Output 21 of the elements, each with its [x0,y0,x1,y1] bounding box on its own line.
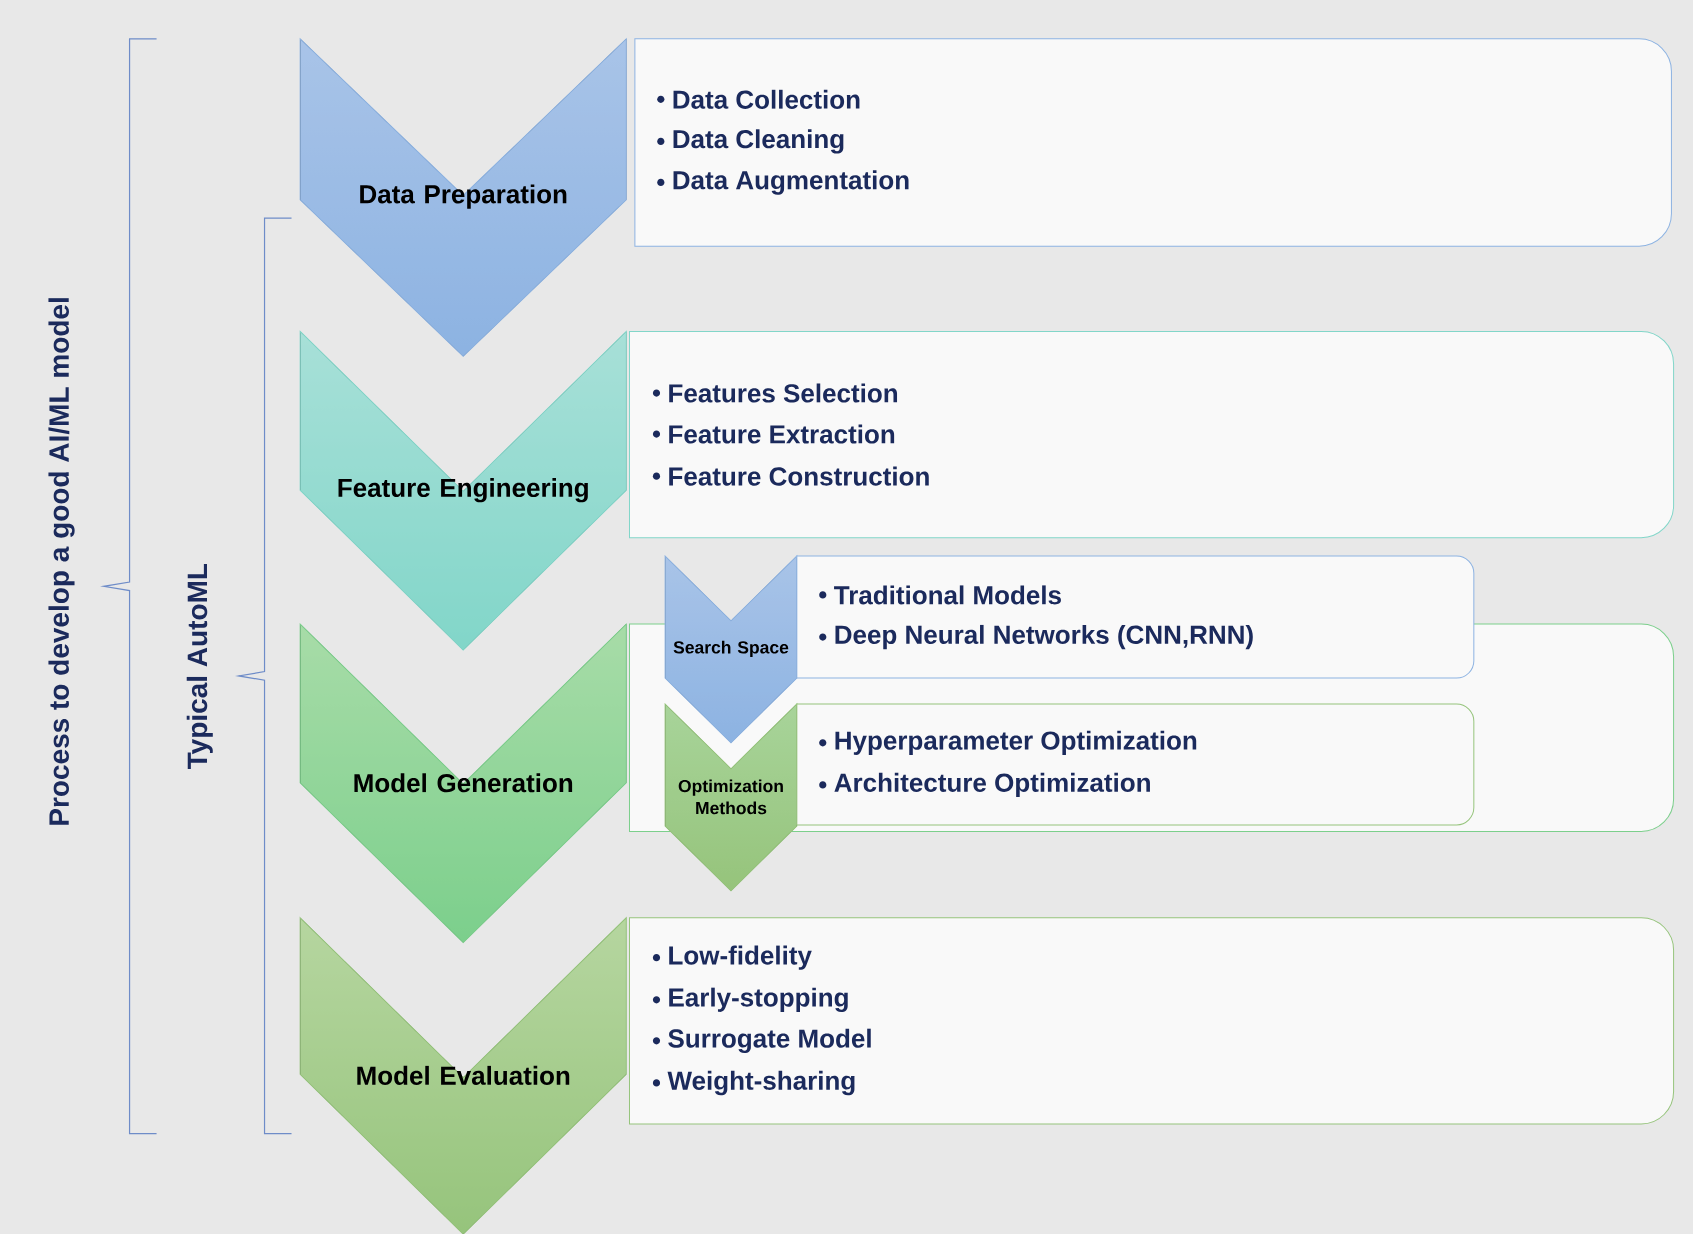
list-item: Data Collection [673,89,860,109]
list-box [796,555,1475,679]
list-box [634,38,1672,247]
vertical-label: Typical AutoML [186,563,213,770]
vertical-label: Process to develop a good AI/ML model [48,298,75,825]
list-item: Data Cleaning [673,129,844,154]
list-item: Weight-sharing [667,1070,855,1096]
list-item: Early-stopping [669,987,848,1012]
list-box [629,917,1675,1125]
list-item: Surrogate Model [668,1028,871,1054]
list-item: Deep Neural Networks (CNN,RNN) [835,624,1253,650]
list-item: Hyperparameter Optimization [835,730,1197,755]
list-item: Traditional Models [834,585,1061,605]
list-item: Feature Construction [669,466,929,486]
list-item: Low-fidelity [669,945,812,970]
list-item: Architecture Optimization [834,772,1150,798]
list-item: Feature Extraction [669,424,895,444]
list-box [629,330,1675,539]
list-item: Data Augmentation [673,170,909,195]
list-item: Features Selection [669,383,898,403]
list-box [796,703,1475,826]
